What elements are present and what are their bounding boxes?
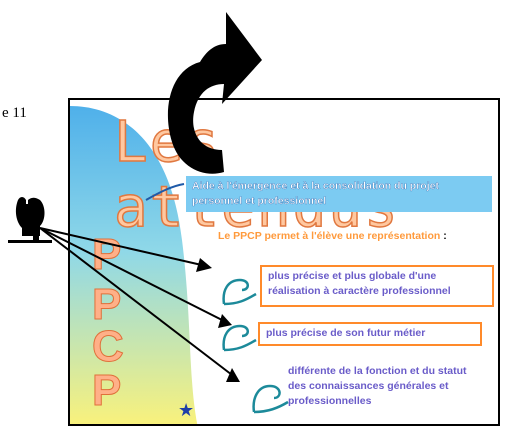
page-text-fragment: e 11 [2, 105, 27, 121]
curl-bullet-icon [222, 324, 257, 352]
intro-colon: : [440, 230, 447, 242]
curl-bullet-icon [222, 278, 257, 306]
intro-label: Le PPCP permet à l'élève une représentat… [218, 230, 441, 242]
ppcp-letter-c: C [92, 322, 125, 372]
item-box-3: différente de la fonction et du statut d… [282, 362, 488, 420]
slide-title: Les attendus [113, 109, 398, 241]
pointing-hand-icon [8, 197, 52, 243]
item-box-2: plus précise de son futur métier [258, 322, 482, 346]
intro-text: Le PPCP permet à l'élève une représentat… [218, 230, 447, 242]
ppcp-letter-p1: P [91, 230, 122, 280]
info-box: Aide à l'émergence et à la consolidation… [186, 176, 492, 212]
runner-icon: ★ [178, 400, 195, 420]
item-box-1: plus précise et plus globale d'une réali… [260, 265, 494, 307]
curl-bullet-icon [252, 384, 289, 414]
ppcp-letter-p3: P [91, 366, 122, 416]
slide: Les attendus Aide à l'émergence et à la … [68, 98, 500, 426]
